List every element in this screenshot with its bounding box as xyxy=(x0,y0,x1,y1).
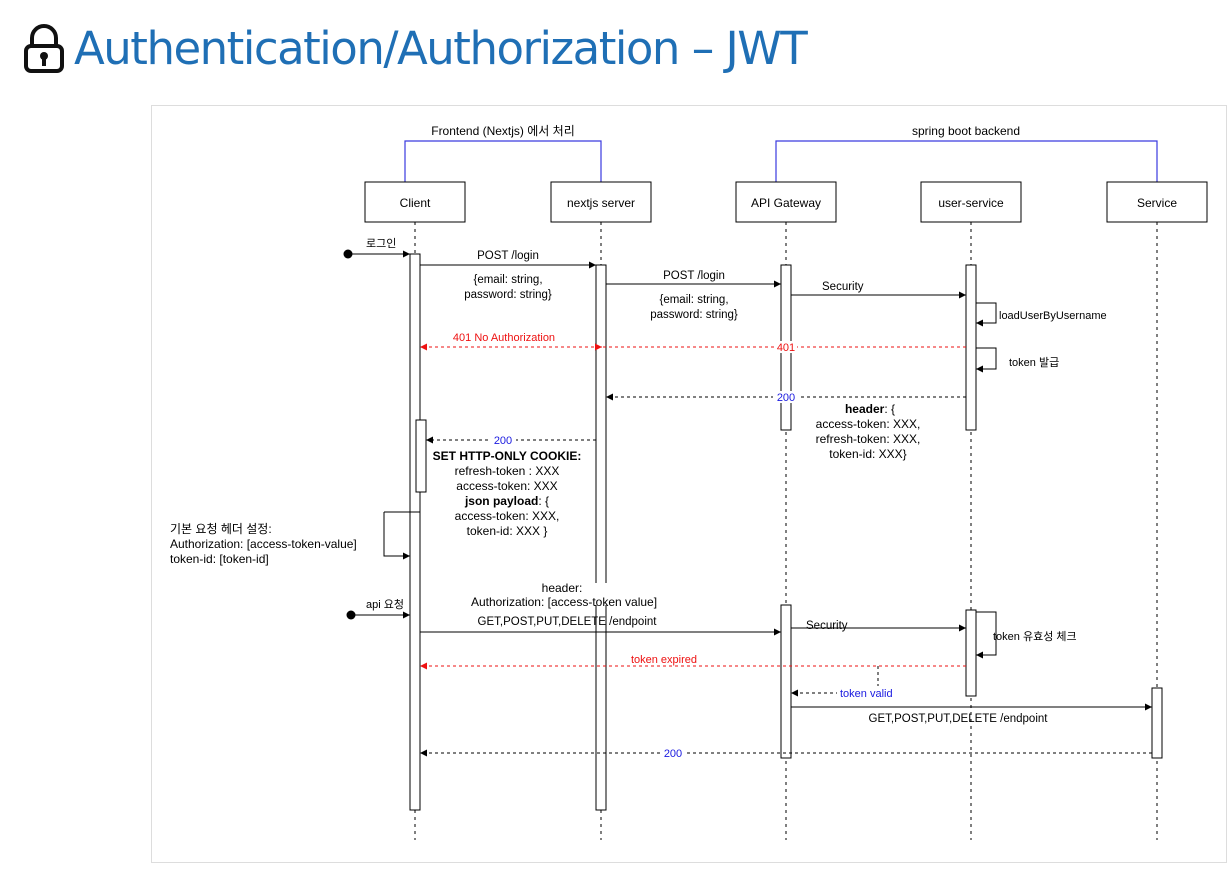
activation-nextjs xyxy=(595,264,607,811)
api-start: api 요청 xyxy=(346,598,410,620)
msg-gateway-to-service: GET,POST,PUT,DELETE /endpoint xyxy=(791,703,1152,725)
msg-token-expired: token expired xyxy=(420,654,966,670)
participant-gateway: API Gateway xyxy=(735,181,837,223)
header-line-1: access-token: XXX, xyxy=(816,417,921,431)
api-header-line-2: Authorization: [access-token value] xyxy=(471,595,657,609)
msg-200-to-client: 200 xyxy=(426,434,596,447)
login-start: 로그인 xyxy=(343,237,410,259)
activation-client-cookie xyxy=(415,419,427,493)
slide-title: Authentication/Authorization – JWT xyxy=(22,8,808,88)
cookie-heading: SET HTTP-ONLY COOKIE: xyxy=(433,449,582,463)
payload-2-line-1: {email: string, xyxy=(659,294,728,306)
msg-post-login-2: POST /login xyxy=(663,270,725,282)
msg-security-2: Security xyxy=(806,620,848,632)
activation-client-main xyxy=(409,253,421,811)
self-token-validity: token 유효성 체크 xyxy=(976,611,1077,659)
cookie-line-2: access-token: XXX xyxy=(456,479,557,493)
activation-user-service-api xyxy=(965,609,977,697)
api-header-line-1: header: xyxy=(542,581,583,595)
msg-post-login-1: POST /login xyxy=(477,250,539,262)
self-load-user: loadUserByUsername xyxy=(976,302,1107,327)
header-bold: header xyxy=(845,402,885,416)
participant-service-label: Service xyxy=(1137,196,1177,210)
group-frontend: Frontend (Nextjs) 에서 처리 xyxy=(404,124,602,182)
msg-200-final: 200 xyxy=(420,747,1152,760)
lock-icon xyxy=(24,24,64,73)
ok-200-client-code: 200 xyxy=(494,435,512,447)
cookie-line-3: access-token: XXX, xyxy=(455,509,560,523)
api-request-label: GET,POST,PUT,DELETE /endpoint xyxy=(478,616,658,628)
header-rest: : { xyxy=(884,402,895,416)
final-200-code: 200 xyxy=(664,748,682,760)
participant-nextjs-label: nextjs server xyxy=(567,196,635,210)
default-header-line-3: token-id: [token-id] xyxy=(170,552,269,566)
header-line-2: refresh-token: XXX, xyxy=(816,432,921,446)
activation-gateway-api xyxy=(780,604,792,759)
api-start-label: api 요청 xyxy=(366,598,404,611)
cookie-line-1: refresh-token : XXX xyxy=(455,464,560,478)
load-user-label: loadUserByUsername xyxy=(999,310,1107,322)
token-issue-label: token 발급 xyxy=(1009,356,1059,369)
validity-check-label: token 유효성 체크 xyxy=(993,630,1077,643)
participant-gateway-label: API Gateway xyxy=(751,196,821,210)
api-header-note: header: Authorization: [access-token val… xyxy=(455,581,673,609)
activation-user-service-login xyxy=(965,264,977,431)
json-payload-bold: json payload xyxy=(464,494,538,508)
payload-1-line-1: {email: string, xyxy=(473,274,542,286)
json-payload-rest: : { xyxy=(538,494,549,508)
msg-200-to-nextjs: 200 xyxy=(606,391,966,404)
ok-200-code: 200 xyxy=(777,392,795,404)
participant-user-service-label: user-service xyxy=(938,196,1004,210)
svg-text:json payload: {: json payload: { xyxy=(464,494,549,508)
header-token-block: header: { access-token: XXX, refresh-tok… xyxy=(816,402,921,461)
cookie-line-4: token-id: XXX } xyxy=(467,524,548,538)
default-header-line-1: 기본 요청 헤더 설정: xyxy=(170,522,272,536)
self-default-header: 기본 요청 헤더 설정: Authorization: [access-toke… xyxy=(165,511,420,568)
msg-token-valid: token valid xyxy=(791,666,912,700)
msg-security-1: Security xyxy=(822,281,864,293)
msg-gateway-to-user-service-security: Security xyxy=(791,281,966,299)
msg-client-to-nextjs-login: POST /login {email: string, password: st… xyxy=(420,250,596,301)
activation-service xyxy=(1151,687,1163,759)
participant-user-service: user-service xyxy=(920,181,1022,223)
page-title: Authentication/Authorization – JWT xyxy=(74,21,808,75)
sequence-diagram-frame xyxy=(151,105,1227,863)
api-forward-label: GET,POST,PUT,DELETE /endpoint xyxy=(869,713,1049,725)
header-line-3: token-id: XXX} xyxy=(829,447,906,461)
group-frontend-label: Frontend (Nextjs) 에서 처리 xyxy=(431,124,575,138)
token-valid-label: token valid xyxy=(840,688,893,700)
msg-nextjs-to-gateway-login: POST /login {email: string, password: st… xyxy=(606,270,781,321)
payload-1-line-2: password: string} xyxy=(464,289,552,301)
login-start-label: 로그인 xyxy=(366,237,396,250)
default-header-line-2: Authorization: [access-token-value] xyxy=(170,537,357,551)
error-401-label: 401 No Authorization xyxy=(453,332,555,344)
participant-client: Client xyxy=(364,181,466,223)
token-expired-label: token expired xyxy=(631,654,697,666)
svg-text:header: {: header: { xyxy=(845,402,895,416)
group-backend-label: spring boot backend xyxy=(912,124,1020,138)
payload-2-line-2: password: string} xyxy=(650,309,738,321)
msg-401-error: 401 No Authorization 401 xyxy=(420,332,966,354)
participant-client-label: Client xyxy=(400,196,431,210)
participant-service: Service xyxy=(1106,181,1208,223)
self-token-issue: token 발급 xyxy=(976,347,1059,373)
error-401-code: 401 xyxy=(777,342,795,354)
msg-client-to-gateway-api: GET,POST,PUT,DELETE /endpoint xyxy=(420,616,781,636)
group-backend: spring boot backend xyxy=(775,124,1158,182)
cookie-block: SET HTTP-ONLY COOKIE: refresh-token : XX… xyxy=(433,449,582,538)
msg-gateway-to-user-service-security-api: Security xyxy=(791,620,966,632)
participant-nextjs: nextjs server xyxy=(550,181,652,223)
